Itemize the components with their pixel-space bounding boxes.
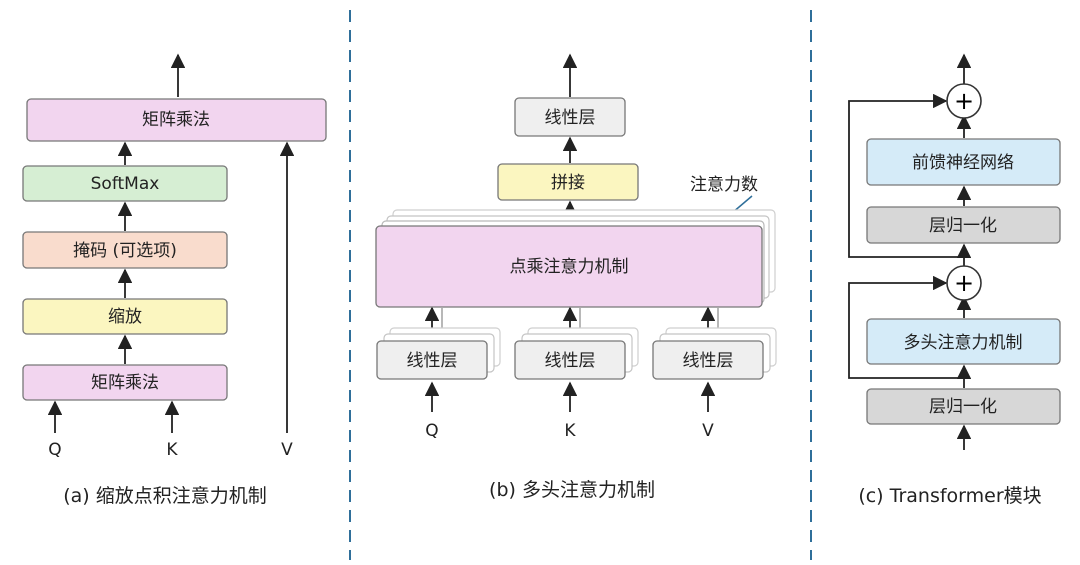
linear-top-label: 线性层 [545, 108, 596, 128]
softmax-box: SoftMax [22, 165, 228, 202]
softmax-label: SoftMax [91, 174, 160, 194]
mha-label: 多头注意力机制 [904, 333, 1023, 353]
linear-v-label: 线性层 [683, 351, 734, 371]
matmul-top-box: 矩阵乘法 [26, 98, 327, 142]
input-k-label: K [166, 440, 178, 460]
norm-top-label: 层归一化 [929, 216, 997, 236]
add-circle-top: + [946, 83, 982, 119]
input-k-label-b: K [564, 421, 576, 441]
input-q-label: Q [48, 440, 61, 460]
matmul-bottom-box: 矩阵乘法 [22, 364, 228, 401]
norm-bottom-label: 层归一化 [929, 397, 997, 417]
mask-box: 掩码 (可选项) [22, 231, 228, 269]
linear-top-box: 线性层 [514, 97, 626, 137]
norm-bottom-box: 层归一化 [866, 388, 1061, 425]
plus-icon-top: + [954, 87, 974, 115]
mha-box: 多头注意力机制 [866, 318, 1061, 365]
scale-label: 缩放 [108, 307, 142, 327]
residual-bottom [848, 275, 964, 379]
input-v-label-b: V [702, 421, 714, 441]
matmul-top-label: 矩阵乘法 [142, 110, 210, 130]
input-q-label-b: Q [425, 421, 438, 441]
input-v-label: V [281, 440, 293, 460]
concat-label: 拼接 [551, 173, 585, 193]
scale-box: 缩放 [22, 298, 228, 335]
ffn-label: 前馈神经网络 [912, 153, 1014, 173]
linear-q-label: 线性层 [407, 351, 458, 371]
caption-c: (c) Transformer模块 [858, 485, 1041, 507]
matmul-bottom-label: 矩阵乘法 [91, 373, 159, 393]
attention-box: 点乘注意力机制 [375, 225, 763, 308]
ffn-box: 前馈神经网络 [866, 138, 1061, 186]
panel-b: 线性层 拼接 注意力数 点乘注意力机制 线性层 线性层 [375, 53, 777, 501]
panel-c: + 前馈神经网络 层归一化 + 多头注意力机制 层归一化 (c) Transfo… [848, 53, 1061, 507]
caption-a: (a) 缩放点积注意力机制 [63, 485, 267, 507]
plus-icon-bottom: + [954, 269, 974, 297]
residual-top [848, 93, 964, 258]
concat-box: 拼接 [497, 163, 639, 201]
linear-k-box: 线性层 [514, 340, 626, 380]
linear-v-box: 线性层 [652, 340, 764, 380]
heads-label: 注意力数 [690, 175, 758, 195]
linear-q-box: 线性层 [376, 340, 488, 380]
attention-label: 点乘注意力机制 [510, 257, 629, 277]
norm-top-box: 层归一化 [866, 206, 1061, 244]
mask-label: 掩码 (可选项) [73, 241, 177, 261]
panel-a: 矩阵乘法 SoftMax 掩码 (可选项) 缩放 矩阵乘法 Q K V (a) … [22, 53, 327, 507]
linear-k-label: 线性层 [545, 351, 596, 371]
caption-b: (b) 多头注意力机制 [489, 479, 655, 501]
add-circle-bottom: + [946, 265, 982, 301]
